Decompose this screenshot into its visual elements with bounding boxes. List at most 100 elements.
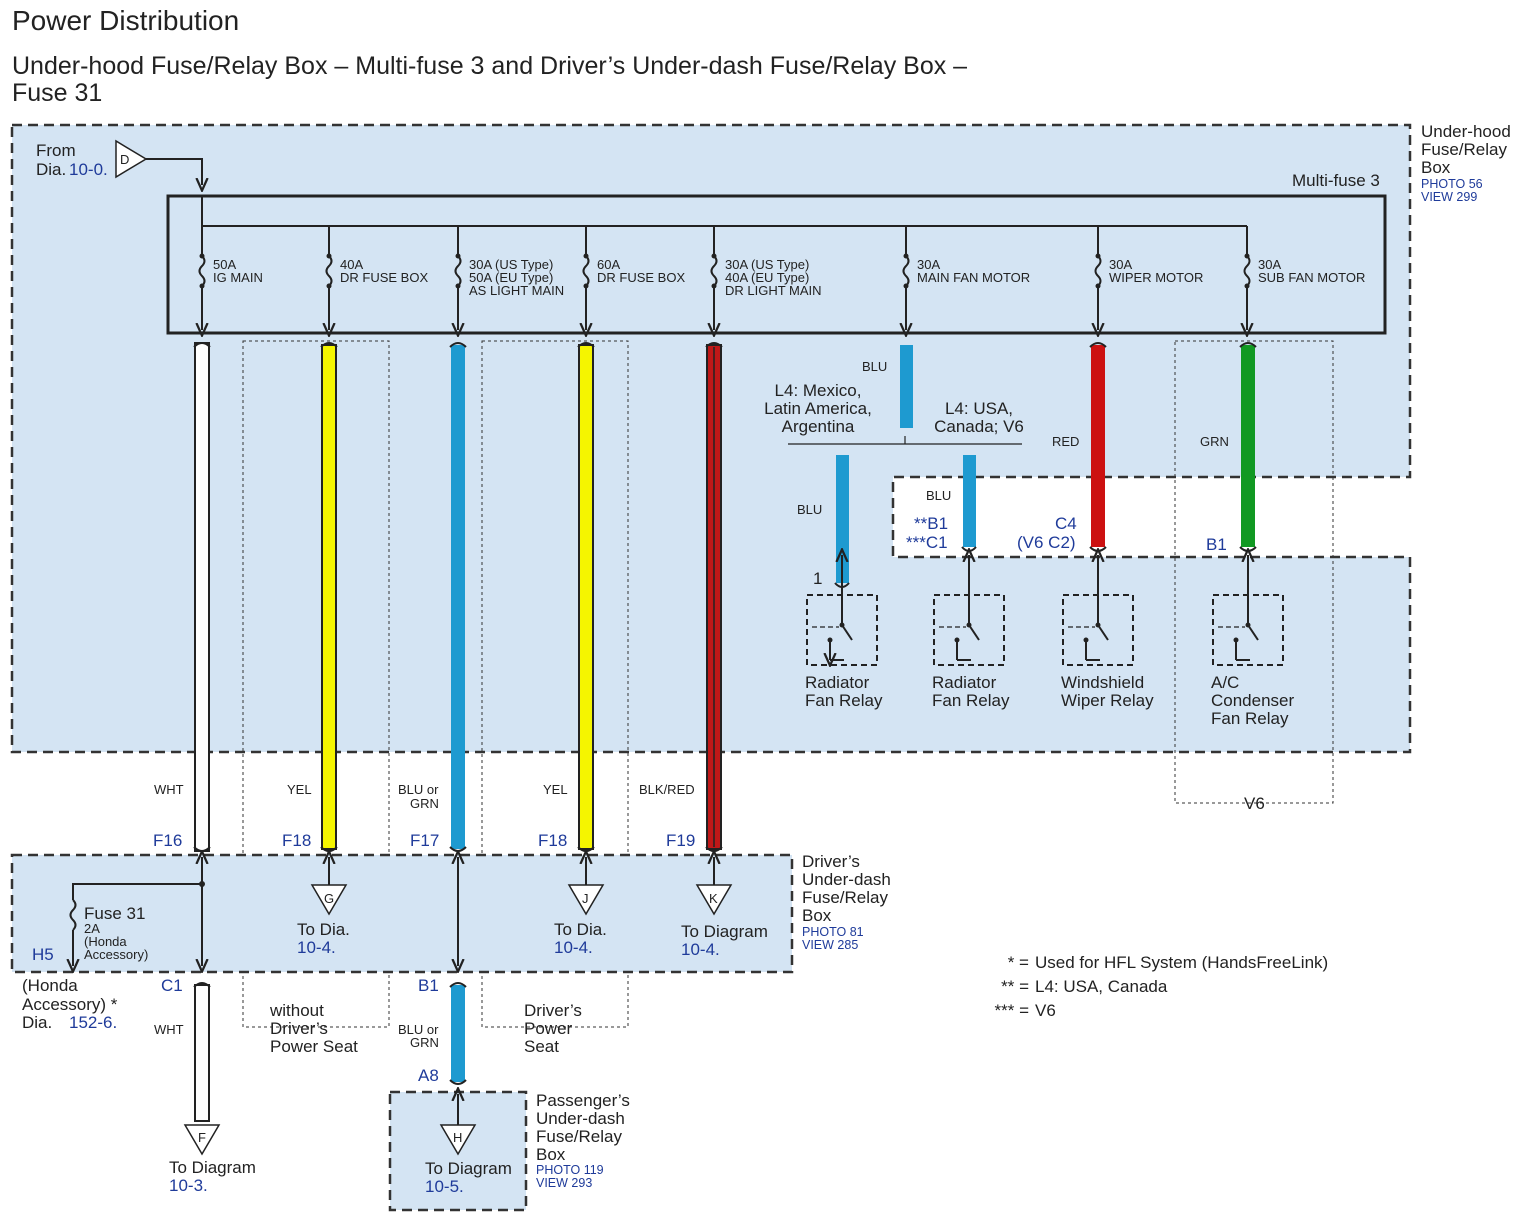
legend-text-1: Used for HFL System (HandsFreeLink) bbox=[1035, 953, 1328, 972]
driver-box-name-1: Driver’s bbox=[802, 852, 860, 871]
connector-h-letter: H bbox=[453, 1130, 462, 1145]
variant-mexico-2: Latin America, bbox=[764, 399, 872, 418]
terminal-f18-b: F18 bbox=[538, 831, 567, 850]
passenger-box-name-1: Passenger’s bbox=[536, 1091, 630, 1110]
fuse-5-symbol bbox=[710, 255, 718, 287]
underhood-box-name-1: Under-hood bbox=[1421, 122, 1511, 141]
fuse-6-symbol bbox=[902, 255, 910, 287]
fuse-5-label-3: DR LIGHT MAIN bbox=[725, 283, 822, 298]
to-diagram-f: To Diagram bbox=[169, 1158, 256, 1177]
wire-blk-red-dr-light-main bbox=[705, 342, 723, 852]
relay-3-label-2: Wiper Relay bbox=[1061, 691, 1154, 710]
connector-j-letter: J bbox=[582, 891, 589, 906]
connector-g-symbol bbox=[310, 884, 348, 916]
footnote-legend: * = Used for HFL System (HandsFreeLink) … bbox=[995, 953, 1329, 1020]
fuse-3-label-1: 30A (US Type) bbox=[469, 257, 553, 272]
fuse-3-label-3: AS LIGHT MAIN bbox=[469, 283, 564, 298]
driver-box-photo: PHOTO 81 bbox=[802, 925, 864, 939]
power-seat-3: Seat bbox=[524, 1037, 559, 1056]
connector-f-letter: F bbox=[198, 1130, 206, 1145]
fuse-7-symbol bbox=[1094, 255, 1102, 287]
wire-label-yel: YEL bbox=[287, 782, 312, 797]
relay-pin-c4: C4 bbox=[1055, 514, 1077, 533]
wire-label-blu-or-grn-2: GRN bbox=[410, 796, 439, 811]
fuse-3-label-2: 50A (EU Type) bbox=[469, 270, 553, 285]
to-dia-g-ref: 10-4. bbox=[297, 938, 336, 957]
to-diagram-k: To Diagram bbox=[681, 922, 768, 941]
wire-label-blu-right: BLU bbox=[926, 488, 951, 503]
to-diagram-h-ref: 10-5. bbox=[425, 1177, 464, 1196]
driver-box-name-4: Box bbox=[802, 906, 832, 925]
legend-mark-3: *** = bbox=[995, 1001, 1030, 1020]
driver-box-view: VIEW 285 bbox=[802, 938, 858, 952]
honda-accessory-ref: 152-6. bbox=[69, 1013, 117, 1032]
to-dia-g: To Dia. bbox=[297, 920, 350, 939]
wire-label-blu-or-grn-3: BLU or bbox=[398, 1022, 439, 1037]
passenger-box-photo: PHOTO 119 bbox=[536, 1163, 604, 1177]
without-power-seat-2: Driver’s bbox=[270, 1019, 328, 1038]
wire-label-wht: WHT bbox=[154, 782, 184, 797]
fuse-5: 30A (US Type)40A (EU Type)DR LIGHT MAIN bbox=[712, 226, 822, 330]
wire-label-blu-or-grn-4: GRN bbox=[410, 1035, 439, 1050]
driver-box-name-3: Fuse/Relay bbox=[802, 888, 888, 907]
page-title: Power Distribution bbox=[12, 5, 239, 36]
relay-4-label-3: Fan Relay bbox=[1211, 709, 1289, 728]
wire-label-yel-2: YEL bbox=[543, 782, 568, 797]
relay-pin-1: 1 bbox=[813, 569, 822, 588]
passenger-box-name-3: Fuse/Relay bbox=[536, 1127, 622, 1146]
connector-j-symbol bbox=[567, 884, 605, 916]
wire-yel-dr-fuse-box-60a bbox=[577, 342, 595, 852]
passenger-box-name-2: Under-dash bbox=[536, 1109, 625, 1128]
honda-accessory-2: Accessory) * bbox=[22, 995, 118, 1014]
fuse-7-label-2: WIPER MOTOR bbox=[1109, 270, 1203, 285]
wire-label-blk-red: BLK/RED bbox=[639, 782, 695, 797]
wire-label-red: RED bbox=[1052, 434, 1079, 449]
passenger-box-name-4: Box bbox=[536, 1145, 566, 1164]
terminal-b1-driver: B1 bbox=[418, 976, 439, 995]
fuse-2-label-2: DR FUSE BOX bbox=[340, 270, 428, 285]
connector-k-symbol bbox=[695, 884, 733, 916]
connector-d-letter: D bbox=[120, 152, 129, 167]
fuse-4-label-1: 60A bbox=[597, 257, 620, 272]
fuse-4-label-2: DR FUSE BOX bbox=[597, 270, 685, 285]
wire-wht-ig-main bbox=[193, 342, 211, 852]
fuse-31-desc-2: Accessory) bbox=[84, 947, 148, 962]
terminal-h5: H5 bbox=[32, 945, 54, 964]
honda-accessory-1: (Honda bbox=[22, 976, 78, 995]
fuse-6-label-1: 30A bbox=[917, 257, 940, 272]
fuse-2-label-1: 40A bbox=[340, 257, 363, 272]
fuse-31-rating: 2A bbox=[84, 921, 100, 936]
fuse-31-name: Fuse 31 bbox=[84, 904, 145, 923]
wire-label-blu-top: BLU bbox=[862, 359, 887, 374]
option-box-v6 bbox=[1174, 340, 1334, 804]
terminal-a8: A8 bbox=[418, 1066, 439, 1085]
from-label: From bbox=[36, 141, 76, 160]
fuse-7-label-1: 30A bbox=[1109, 257, 1132, 272]
underhood-box-name-2: Fuse/Relay bbox=[1421, 140, 1507, 159]
connector-k-letter: K bbox=[709, 891, 718, 906]
relay-4-label-2: Condenser bbox=[1211, 691, 1295, 710]
relay-2-label-2: Fan Relay bbox=[932, 691, 1010, 710]
relay-pin-c1-v6: ***C1 bbox=[906, 533, 948, 552]
connector-f-symbol bbox=[183, 1124, 221, 1156]
connector-g-letter: G bbox=[324, 891, 334, 906]
connector-d-symbol bbox=[115, 139, 148, 179]
without-power-seat-3: Power Seat bbox=[270, 1037, 358, 1056]
wire-red-wiper-motor bbox=[1089, 342, 1107, 552]
relay-2-label-1: Radiator bbox=[932, 673, 997, 692]
connector-h-symbol bbox=[439, 1124, 477, 1156]
relay-1-label-2: Fan Relay bbox=[805, 691, 883, 710]
without-power-seat-1: without bbox=[269, 1001, 324, 1020]
fuse-8-label-1: 30A bbox=[1258, 257, 1281, 272]
from-dia-label: Dia. bbox=[36, 160, 66, 179]
v6-option-label: V6 bbox=[1244, 794, 1265, 813]
wire-grn-sub-fan-motor bbox=[1239, 342, 1257, 552]
from-dia-ref: 10-0. bbox=[69, 160, 108, 179]
wire-blu-main-fan-top bbox=[900, 345, 913, 428]
